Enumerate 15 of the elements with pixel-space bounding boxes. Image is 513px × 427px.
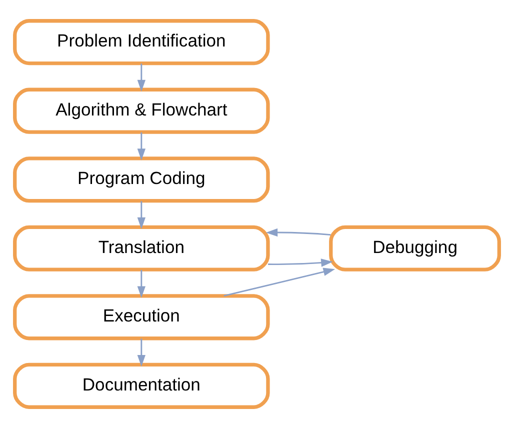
arrow bbox=[136, 338, 146, 366]
arrow bbox=[136, 132, 146, 160]
arrow bbox=[136, 200, 146, 229]
node-box: Translation bbox=[12, 224, 270, 271]
arrow bbox=[265, 228, 330, 236]
node-box: Algorithm & Flowchart bbox=[12, 87, 270, 134]
node-box: Documentation bbox=[12, 362, 270, 408]
arrow bbox=[223, 267, 335, 296]
arrow bbox=[268, 258, 332, 266]
node-box: Program Coding bbox=[12, 156, 270, 202]
arrow bbox=[136, 63, 146, 92]
node-box: Problem Identification bbox=[12, 18, 270, 65]
node-box: Debugging bbox=[328, 224, 500, 271]
node-box: Execution bbox=[12, 294, 270, 340]
arrow bbox=[136, 269, 146, 298]
